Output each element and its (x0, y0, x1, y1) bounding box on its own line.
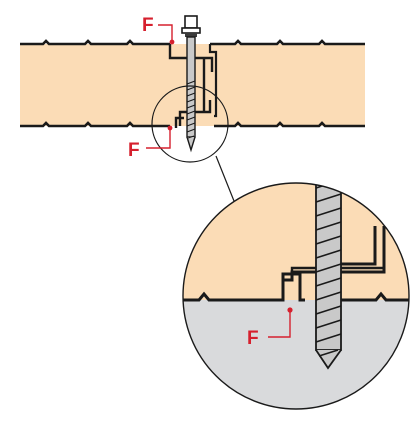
callout-label-top: F (142, 15, 154, 36)
callout-label-bottom: F (128, 140, 140, 161)
panel-section (20, 15, 365, 163)
detail-connector (215, 155, 237, 207)
detail-circle-outline (182, 182, 410, 410)
panel-joint-profile (168, 44, 214, 128)
callout-detail: F (247, 307, 293, 349)
detail-view (182, 155, 410, 410)
fastener-screw (181, 15, 201, 153)
panel-top-facing (20, 39, 365, 46)
callout-bottom: F (128, 125, 173, 161)
callout-top: F (142, 15, 175, 45)
detail-marker-circle (151, 85, 229, 163)
callout-label-detail: F (247, 328, 259, 349)
panel-joint-profile-right (208, 44, 218, 118)
panel-bottom-facing (20, 121, 365, 128)
